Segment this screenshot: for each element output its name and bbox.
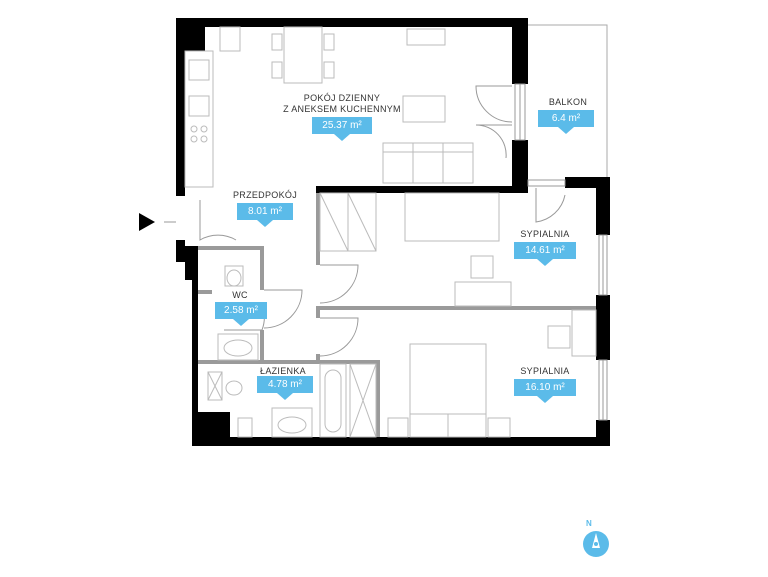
entrance-arrow-icon xyxy=(139,213,155,231)
doors xyxy=(199,85,566,357)
compass-icon xyxy=(583,531,609,557)
room-label-hall: PRZEDPOKÓJ xyxy=(232,190,297,200)
exterior-walls xyxy=(176,18,610,446)
bedroom1-furniture xyxy=(319,192,512,307)
area-badge-bedroom-1: 14.61 m² xyxy=(514,242,576,266)
room-label-bathroom: ŁAZIENKA xyxy=(260,366,306,376)
area-badge-balcony: 6.4 m² xyxy=(538,110,594,134)
area-badge-bathroom: 4.78 m² xyxy=(257,376,313,400)
windows xyxy=(514,83,608,421)
area-badge-bedroom-2: 16.10 m² xyxy=(514,379,576,403)
room-label-balcony: BALKON xyxy=(548,97,588,107)
room-name-living-line2: Z ANEKSEM KUCHENNYM xyxy=(283,104,401,114)
room-label-wc: WC xyxy=(232,290,248,300)
balcony-outline xyxy=(528,24,608,177)
room-name-living: POKÓJ DZIENNY xyxy=(303,93,381,103)
area-badge-hall: 8.01 m² xyxy=(237,203,293,227)
partitions xyxy=(198,193,596,437)
compass-label: N xyxy=(586,519,592,528)
area-badge-living: 25.37 m² xyxy=(312,117,372,141)
room-label-bedroom-1: SYPIALNIA xyxy=(520,229,570,239)
bedroom2-furniture xyxy=(387,309,597,438)
living-furniture xyxy=(382,28,474,184)
room-label-living: POKÓJ DZIENNY Z ANEKSEM KUCHENNYM xyxy=(272,93,412,115)
bathroom-fixtures xyxy=(207,265,377,438)
room-label-bedroom-2: SYPIALNIA xyxy=(520,366,570,376)
dining-table xyxy=(271,26,335,84)
interior-walls xyxy=(316,186,528,193)
kitchen-counter xyxy=(184,26,241,188)
area-badge-wc: 2.58 m² xyxy=(215,302,267,326)
